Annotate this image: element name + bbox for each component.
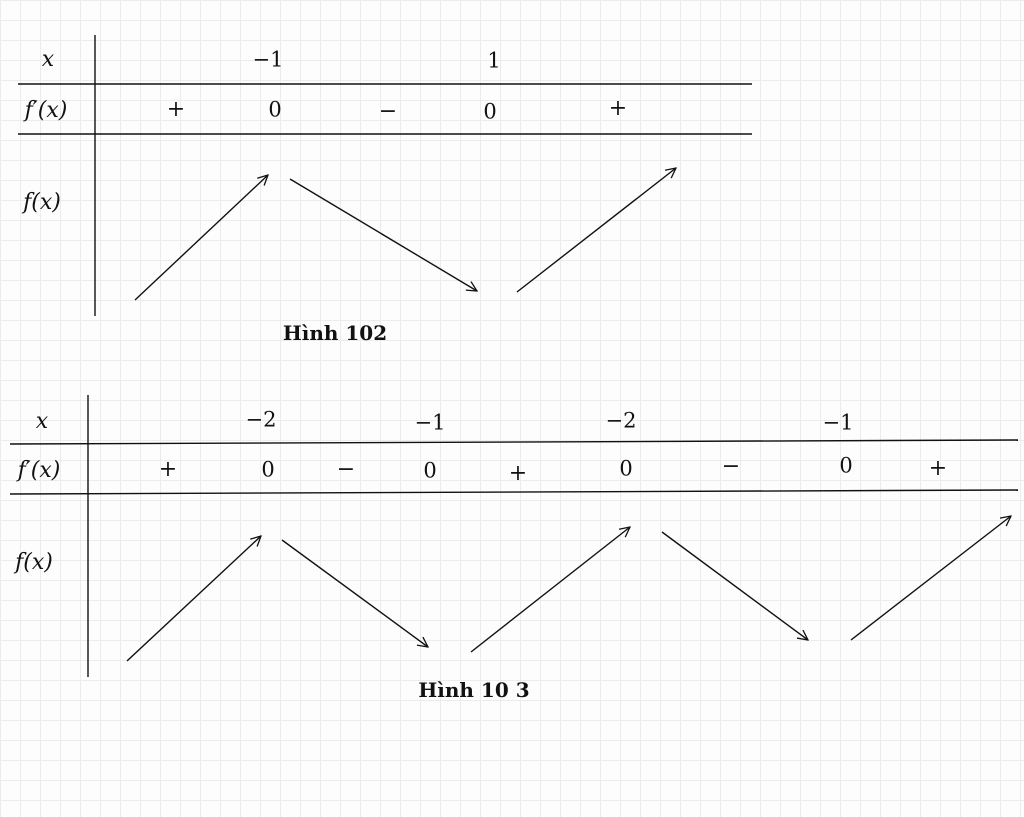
table2-x-value-2: −1: [414, 410, 446, 435]
table2-x-value-3: −2: [605, 408, 637, 433]
table1-x-value-1: −1: [252, 47, 284, 72]
table1-sign-5: +: [608, 96, 628, 121]
table2-caption: Hình 10 3: [418, 678, 530, 702]
table1-label-fprime: f′(x): [24, 98, 68, 123]
table1-sign-3: −: [378, 99, 398, 124]
table1-label-x: x: [41, 47, 55, 72]
table1-arrow-decreasing-1: [289, 178, 477, 291]
table2-sign-9: +: [928, 456, 948, 481]
table1-caption: Hình 102: [282, 321, 388, 345]
table2-sign-1: +: [158, 457, 178, 482]
table2-label-f: f(x): [15, 550, 53, 575]
table2-sign-3: −: [336, 457, 356, 482]
table1-sign-2: 0: [268, 97, 282, 122]
table1-sign-4: 0: [483, 99, 497, 124]
table2-sign-2: 0: [261, 457, 275, 482]
table2-row-divider-1: [9, 439, 1019, 445]
table2-arrow-increasing-1: [126, 536, 261, 662]
table1-x-value-2: 1: [487, 48, 501, 73]
table2-sign-8: 0: [839, 453, 853, 478]
table2-label-fprime: f′(x): [17, 458, 61, 483]
table1-arrow-increasing-1: [134, 175, 268, 301]
table2-label-x: x: [35, 409, 49, 434]
table2-row-divider-2: [9, 489, 1019, 495]
table2-sign-4: 0: [423, 458, 437, 483]
table2-sign-7: −: [721, 454, 741, 479]
table1-arrow-increasing-2: [516, 168, 676, 293]
table2-arrow-increasing-2: [470, 527, 630, 653]
table2-x-value-1: −2: [245, 407, 277, 432]
table2-sign-6: 0: [619, 456, 633, 481]
table2-sign-5: +: [508, 461, 528, 486]
table2-arrow-increasing-3: [850, 516, 1011, 641]
table2-x-value-4: −1: [822, 410, 854, 435]
table2-arrow-decreasing-1: [281, 539, 428, 647]
table2-arrow-decreasing-2: [661, 531, 808, 640]
table1-label-f: f(x): [23, 190, 61, 215]
table1-sign-1: +: [166, 97, 186, 122]
